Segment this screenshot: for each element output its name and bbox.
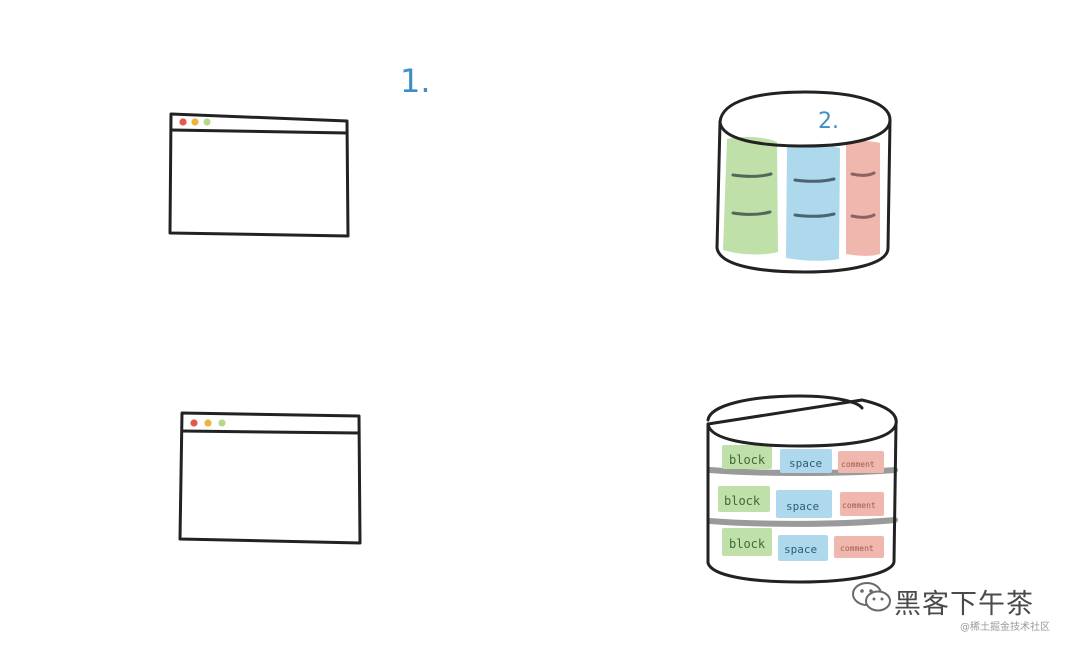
tag-block — [722, 445, 772, 469]
tag-block-label: block — [729, 453, 766, 467]
column-red — [846, 141, 880, 256]
browser-window-top — [168, 112, 350, 238]
browser-window-bottom — [178, 411, 362, 545]
window-dot-red — [179, 118, 187, 126]
watermark: 黑客下午茶 @稀土掘金技术社区 — [850, 578, 1050, 638]
tag-comment-label: comment — [841, 460, 875, 469]
tag-space — [780, 449, 832, 473]
tag-space — [776, 490, 832, 518]
watermark-sub: @稀土掘金技术社区 — [960, 622, 1050, 633]
window-dot-green — [218, 419, 226, 427]
tag-comment — [834, 536, 884, 558]
database-top — [715, 90, 892, 274]
window-dot-orange — [191, 118, 199, 126]
tag-block — [722, 528, 772, 556]
column-green — [723, 136, 778, 255]
tag-block — [718, 486, 770, 512]
tag-block-label: block — [729, 537, 766, 551]
tag-space — [778, 535, 828, 561]
arrow-bottom — [266, 492, 749, 541]
tag-space-label: space — [786, 500, 819, 513]
tag-block-label: block — [724, 494, 761, 508]
tag-comment-label: comment — [840, 544, 874, 553]
wechat-icon — [852, 582, 891, 612]
window-dot-red — [190, 419, 198, 427]
database-bottom: block space comment block space comment … — [706, 394, 898, 584]
window-dot-green — [203, 118, 211, 126]
column-blue — [786, 144, 840, 261]
step-1-label: 1. — [400, 62, 431, 100]
tag-space-label: space — [789, 457, 822, 470]
tag-comment — [838, 451, 884, 473]
step-2-label: 2. — [818, 109, 839, 134]
watermark-brand: 黑客下午茶 — [894, 589, 1034, 620]
tag-comment — [840, 492, 884, 516]
window-dot-orange — [204, 419, 212, 427]
arrow-step-1 — [275, 90, 803, 181]
row-divider — [707, 517, 898, 527]
tag-space-label: space — [784, 543, 817, 556]
tag-comment-label: comment — [842, 501, 876, 510]
